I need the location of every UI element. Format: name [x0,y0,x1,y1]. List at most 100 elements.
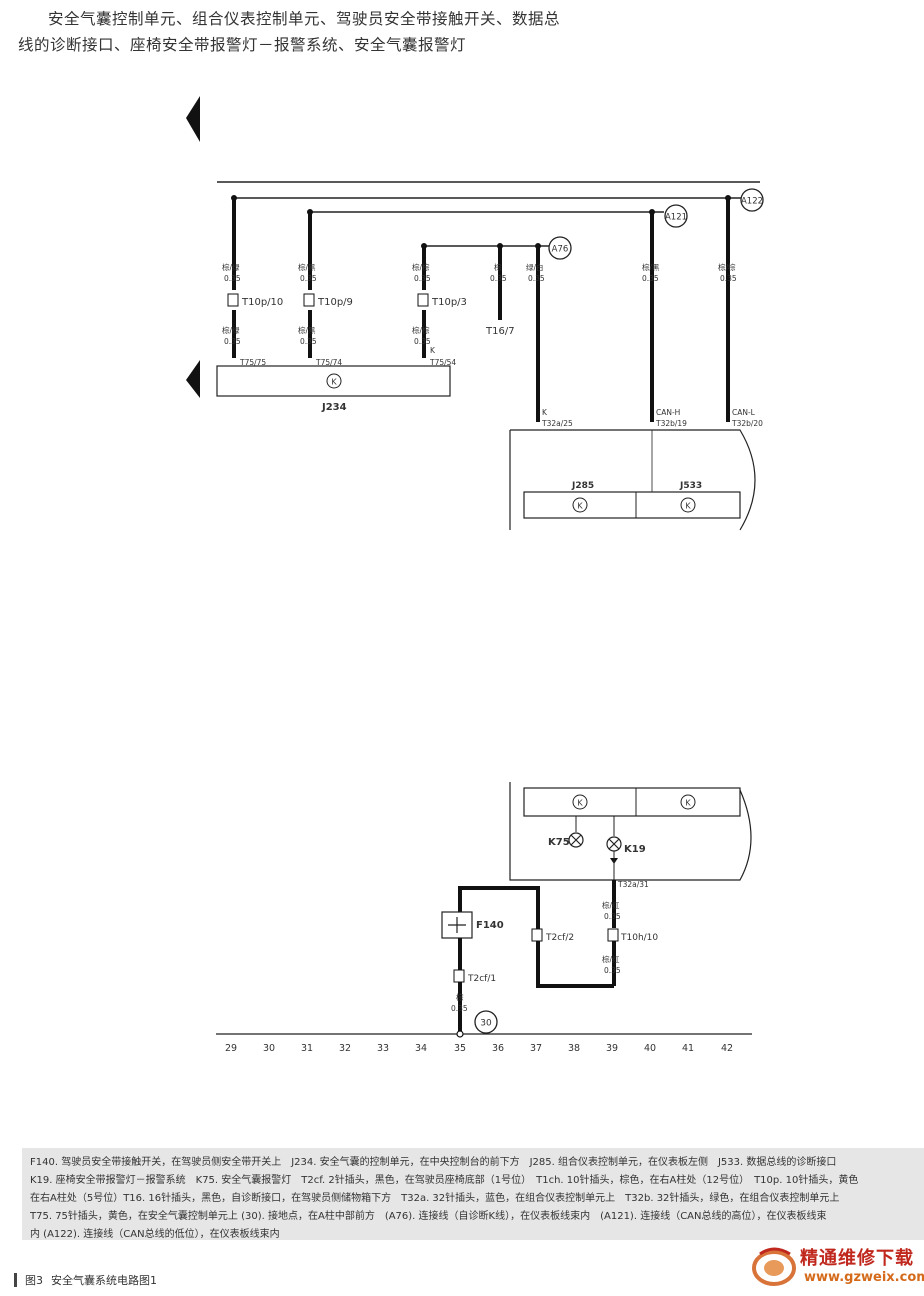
scale-number: 35 [454,1043,466,1054]
heading-line-2: 线的诊断接口、座椅安全带报警灯－报警系统、安全气囊报警灯 [18,36,467,54]
wire-5-pin: T32a/25 [541,419,573,428]
legend-line: K19. 座椅安全带报警灯－报警系统 K75. 安全气囊报警灯 T2cf. 2针… [30,1175,859,1186]
node-a76-label: A76 [552,245,569,255]
wire-7-pin: T32b/20 [731,419,763,428]
wire-7-tag: CAN-L [732,408,756,417]
figure-number: 图3 [25,1274,43,1287]
wire-1-color: 棕/绿 [222,262,240,272]
wire-1-size-2: 0.35 [224,337,241,346]
page-heading: 安全气囊控制单元、组合仪表控制单元、驾驶员安全带接触开关、数据总 线的诊断接口、… [18,6,918,58]
watermark: 精通维修下载 www.gzweix.com [748,1238,924,1294]
figure-caption: 图3 安全气囊系统电路图1 [14,1272,157,1288]
k-symbol-label: K [685,799,691,808]
k19-wire-size-2: 0.35 [604,966,621,975]
wire-4-size: 0.35 [490,274,507,283]
k19-wire-color: 棕/红 [602,900,620,910]
page-edge-mark-top [186,96,200,142]
k-symbol-j285 [572,497,588,513]
wire-3-pin: T75/54 [429,358,456,367]
scale-number: 34 [415,1043,427,1054]
node-a76 [548,236,572,260]
scale-number: 36 [492,1043,504,1054]
wire-6-size: 0.35 [642,274,659,283]
connector-t10p3-icon [417,293,429,307]
wire-3-size: 0.35 [414,274,431,283]
f140-wire-size: 0.35 [451,1004,468,1013]
scale-number: 41 [682,1043,694,1054]
module-j285-j533-repeat [523,787,741,817]
scale-number: 37 [530,1043,542,1054]
k-symbol-label: K [577,799,583,808]
node-a121 [664,204,688,228]
node-a122-label: A122 [741,197,763,207]
pin-t32a31: T32a/31 [617,880,649,889]
wire-5-color: 绿/白 [526,262,544,272]
ground-point-label: 30 [480,1019,492,1029]
cluster-housing-bottom [509,782,752,881]
wire-2-connector: T10p/9 [317,297,353,308]
legend-line: 在右A柱处（5号位）T16. 16针插头，黑色，自诊断接口，在驾驶员侧储物箱下方… [30,1193,840,1204]
ground-node [456,1030,464,1038]
wire-1-connector: T10p/10 [241,297,283,308]
connector-t10p10-icon [227,293,239,307]
k-symbol-label: K [577,502,583,511]
switch-contact [448,917,466,933]
k-symbol-label: K [331,378,337,387]
wire-1-pin: T75/75 [239,358,266,367]
node-a122 [740,188,764,212]
k-symbol-label: K [685,502,691,511]
connector-t2cf1-label: T2cf/1 [467,974,496,984]
ground-point-30 [474,1010,498,1034]
heading-line-1: 安全气囊控制单元、组合仪表控制单元、驾驶员安全带接触开关、数据总 [48,10,561,28]
scale-number: 31 [301,1043,313,1054]
lamp-cross [570,834,582,846]
wire-3-color: 棕/棕 [412,262,430,272]
wire-7-color: 棕/棕 [718,262,736,272]
connector-t2cf2-label: T2cf/2 [545,933,574,943]
wire-1-color-2: 棕/绿 [222,325,240,335]
scale-row: 29 30 31 32 33 34 35 36 37 38 39 40 41 4… [225,1043,733,1054]
module-j234-label: J234 [321,402,347,413]
scale-number: 39 [606,1043,618,1054]
wire-6-pin: T32b/19 [655,419,687,428]
scale-number: 29 [225,1043,237,1054]
wire-4-connector: T16/7 [485,326,515,337]
legend-line: F140. 驾驶员安全带接触开关，在驾驶员侧安全带开关上 J234. 安全气囊的… [30,1157,837,1168]
wire-2-size-2: 0.35 [300,337,317,346]
scale-number: 38 [568,1043,580,1054]
wire-2-color-2: 棕/黑 [298,325,316,335]
module-j533-label: J533 [679,481,702,491]
switch-f140-label: F140 [476,920,504,931]
connector-t10h10-icon [607,928,619,942]
wire-2-size: 0.35 [300,274,317,283]
figure-title: 安全气囊系统电路图1 [51,1274,157,1287]
connector-t2cf2-icon [531,928,543,942]
node-a121-label: A121 [665,213,687,223]
caption-bar [14,1273,17,1287]
legend-line: T75. 75针插头，黄色，在安全气囊控制单元上 (30). 接地点，在A柱中部… [30,1211,827,1222]
k-symbol-j533 [680,794,696,810]
connector-t10h10-label: T10h/10 [620,933,658,943]
lamp-cross [608,838,620,850]
wire-2-pin: T75/74 [315,358,342,367]
module-j285-label: J285 [571,481,594,491]
scale-number: 32 [339,1043,351,1054]
scale-number: 40 [644,1043,656,1054]
k-symbol-j285 [572,794,588,810]
wire-3-tag: K [430,346,436,355]
wire-3-connector: T10p/3 [431,297,467,308]
watermark-logo-icon [752,1247,796,1286]
connector-t2cf1-icon [453,969,465,983]
wire-2-color: 棕/黑 [298,262,316,272]
scale-number: 42 [721,1043,733,1054]
watermark-url: www.gzweix.com [804,1270,924,1285]
lamp-k19-label: K19 [624,844,646,855]
f140-wire-color: 棕 [456,992,464,1002]
page-edge-mark-middle [186,360,200,398]
cluster-housing-top [510,429,756,531]
watermark-name: 精通维修下载 [800,1248,914,1269]
wire-5-size: 0.35 [528,274,545,283]
wire-6-tag: CAN-H [656,408,680,417]
scale-number: 33 [377,1043,389,1054]
connector-t10p9-icon [303,293,315,307]
